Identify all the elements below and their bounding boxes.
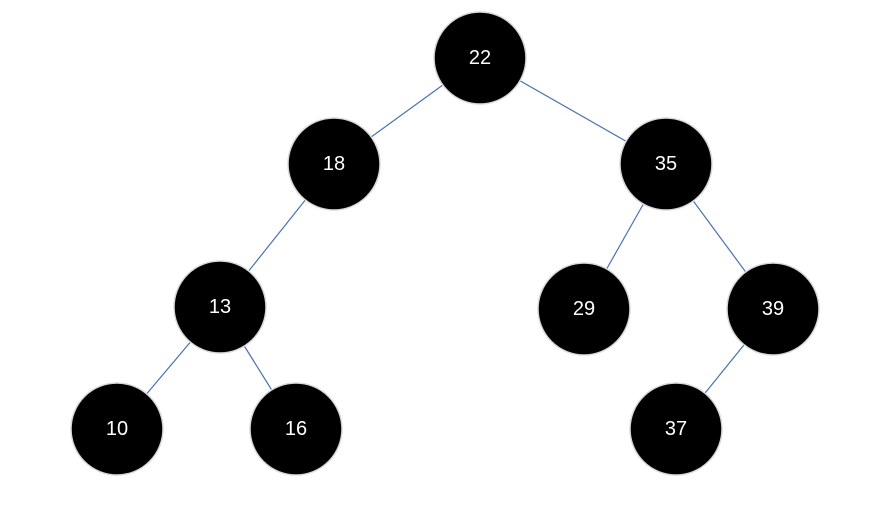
- node-circle: [287, 117, 381, 211]
- node-circle: [619, 117, 713, 211]
- node-label: 29: [573, 298, 595, 320]
- node-circle: [726, 262, 820, 356]
- node-label: 22: [469, 47, 491, 69]
- tree-node-39: 39: [726, 262, 820, 356]
- node-label: 35: [655, 153, 677, 175]
- node-circle: [629, 382, 723, 476]
- node-label: 16: [285, 418, 307, 440]
- edges-layer: [116, 57, 774, 430]
- tree-node-35: 35: [619, 117, 713, 211]
- tree-node-29: 29: [537, 262, 631, 356]
- node-label: 37: [665, 418, 687, 440]
- node-circle: [70, 382, 164, 476]
- node-circle: [537, 262, 631, 356]
- tree-node-37: 37: [629, 382, 723, 476]
- node-label: 13: [209, 296, 231, 318]
- tree-node-13: 13: [173, 260, 267, 354]
- node-circle: [173, 260, 267, 354]
- nodes-layer: 22 18 35 13 29 39 10 16 37: [70, 11, 820, 476]
- node-circle: [433, 11, 527, 105]
- tree-node-22: 22: [433, 11, 527, 105]
- node-label: 39: [762, 298, 784, 320]
- node-circle: [249, 382, 343, 476]
- node-label: 10: [106, 418, 128, 440]
- node-label: 18: [323, 153, 345, 175]
- tree-node-16: 16: [249, 382, 343, 476]
- tree-node-18: 18: [287, 117, 381, 211]
- tree-node-10: 10: [70, 382, 164, 476]
